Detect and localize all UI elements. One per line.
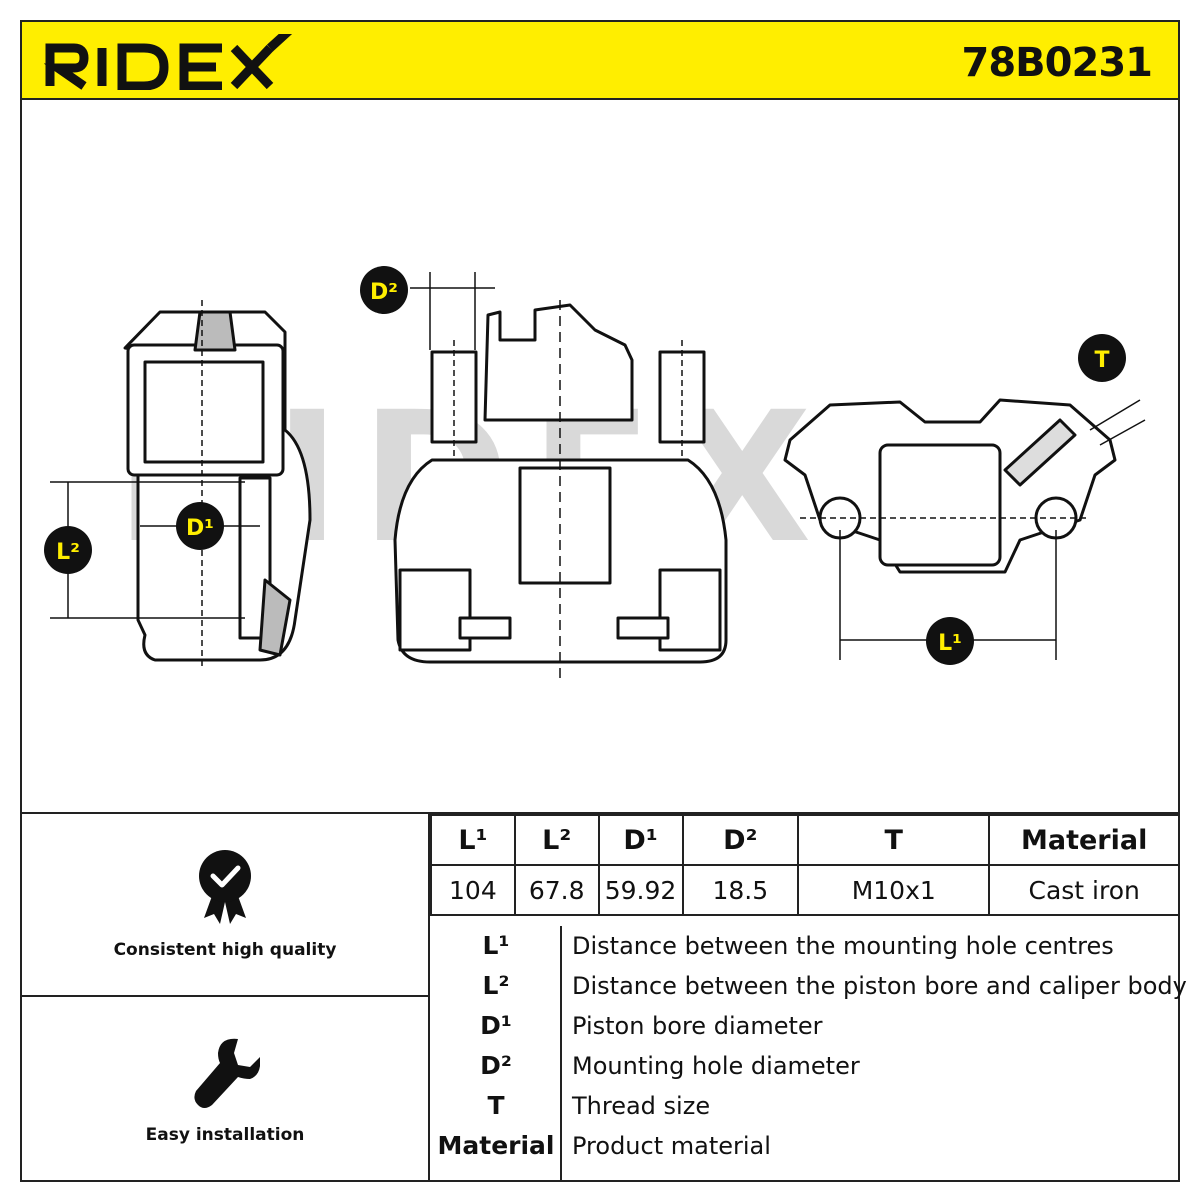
spec-value-d1: 59.92 [597,864,684,916]
part-number: 78B0231 [961,40,1153,86]
technical-drawing: RIDEX [20,100,1180,814]
legend-item: L¹ Distance between the mounting hole ce… [432,926,1180,966]
spec-value-t: M10x1 [797,864,991,916]
legend-description: Distance between the piston bore and cal… [572,972,1187,1000]
spec-value-l1: 104 [430,864,516,916]
feature-installation: Easy installation [20,997,430,1182]
svg-text:L¹: L¹ [938,631,962,656]
svg-text:D¹: D¹ [186,516,214,541]
legend-symbol: Material [437,1131,555,1160]
spec-header-d1: D¹ [597,814,684,866]
spec-value-l2: 67.8 [513,864,600,916]
legend-description: Distance between the mounting hole centr… [572,932,1114,960]
badge-l2: L² [44,526,92,574]
legend-symbol: L² [482,971,510,1000]
legend-symbol: D² [480,1051,512,1080]
legend-symbol: T [487,1091,505,1120]
legend-description: Thread size [572,1092,711,1120]
svg-text:L²: L² [56,540,80,565]
legend-symbol: D¹ [480,1011,512,1040]
legend-item: T Thread size [432,1086,1180,1126]
section-divider [20,812,1180,814]
legend-item: L² Distance between the piston bore and … [432,966,1187,1006]
badge-l1: L¹ [926,617,974,665]
quality-badge-icon [199,850,251,924]
legend-description: Product material [572,1132,771,1160]
spec-header-t: T [797,814,991,866]
badge-d2: D² [360,266,408,314]
wrench-icon [194,1038,260,1108]
spec-header-l2: L² [513,814,600,866]
legend-item: D¹ Piston bore diameter [432,1006,1180,1046]
spec-value-row: 104 67.8 59.92 18.5 M10x1 Cast iron [430,864,1180,916]
badge-t: T [1078,334,1126,382]
feature-installation-label: Easy installation [145,1125,305,1145]
front-top [483,303,634,422]
left-mount [430,350,478,444]
caliper-drawing: RIDEX [44,266,1146,680]
spec-value-material: Cast iron [988,864,1180,916]
spec-header-row: L¹ L² D¹ D² T Material [430,814,1180,866]
svg-text:T: T [1094,348,1109,373]
legend-item: D² Mounting hole diameter [432,1046,1180,1086]
legend-description: Piston bore diameter [572,1012,823,1040]
legend-divider [560,926,562,1180]
legend-description: Mounting hole diameter [572,1052,860,1080]
feature-quality-label: Consistent high quality [113,940,337,960]
svg-text:D²: D² [370,280,398,305]
header-bar: 78B0231 [20,20,1180,100]
dimension-legend: L¹ Distance between the mounting hole ce… [432,914,1187,1180]
legend-symbol: L¹ [482,931,510,960]
content-frame [20,100,1180,1182]
spec-header-material: Material [988,814,1180,866]
feature-quality: Consistent high quality [20,814,430,997]
center-window [518,466,612,585]
features-panel: Consistent high quality Easy installatio… [20,814,430,1182]
spec-header-d2: D² [681,814,800,866]
badge-d1: D¹ [176,502,224,550]
piston-bore [143,360,265,464]
spec-value-d2: 18.5 [681,864,800,916]
legend-item: Material Product material [432,1126,1180,1166]
spec-table: L¹ L² D¹ D² T Material 104 67.8 59.92 18… [430,814,1180,916]
spec-header-l1: L¹ [430,814,516,866]
ridex-logo [44,34,293,90]
